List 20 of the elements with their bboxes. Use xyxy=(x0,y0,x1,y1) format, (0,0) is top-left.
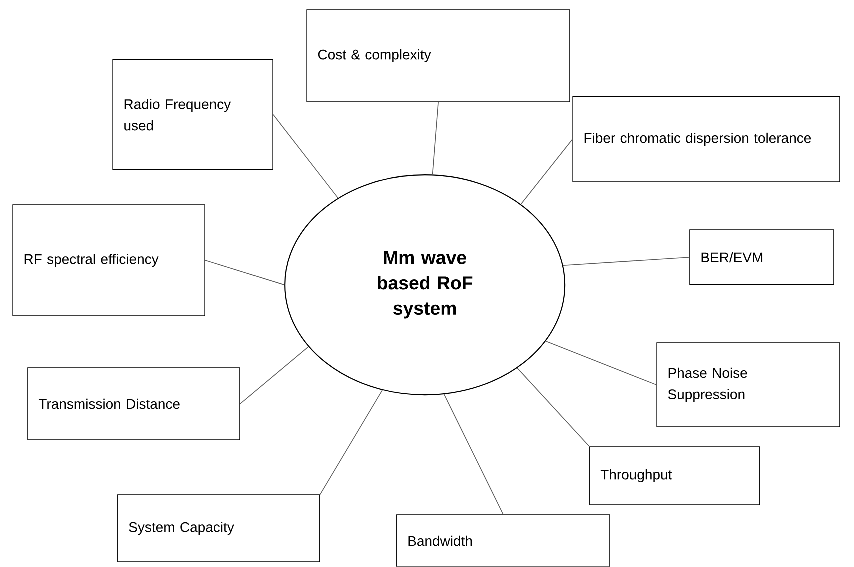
parameter-box: BER/EVM xyxy=(690,230,834,286)
parameter-box: Fiber chromatic dispersion tolerance xyxy=(572,96,840,182)
connector-line xyxy=(273,114,339,199)
parameter-box: Throughput xyxy=(590,446,760,506)
connector-line xyxy=(517,368,590,448)
connector-line xyxy=(444,394,504,516)
connector-line xyxy=(320,390,383,496)
connector-line xyxy=(205,260,285,286)
parameter-box: Transmission Distance xyxy=(28,368,240,440)
parameter-box: Cost & complexity xyxy=(306,10,570,102)
connector-line xyxy=(432,102,439,176)
connector-line xyxy=(563,257,690,266)
connector-line xyxy=(520,139,574,205)
parameter-box: Radio Frequency used xyxy=(112,60,274,170)
parameter-box: System Capacity xyxy=(118,494,320,562)
connector-line xyxy=(240,346,310,404)
parameter-box: Phase Noise Suppression xyxy=(656,342,840,428)
connector-line xyxy=(546,341,658,386)
parameter-box: Bandwidth xyxy=(396,514,610,567)
parameter-box: RF spectral efficiency xyxy=(12,204,206,316)
